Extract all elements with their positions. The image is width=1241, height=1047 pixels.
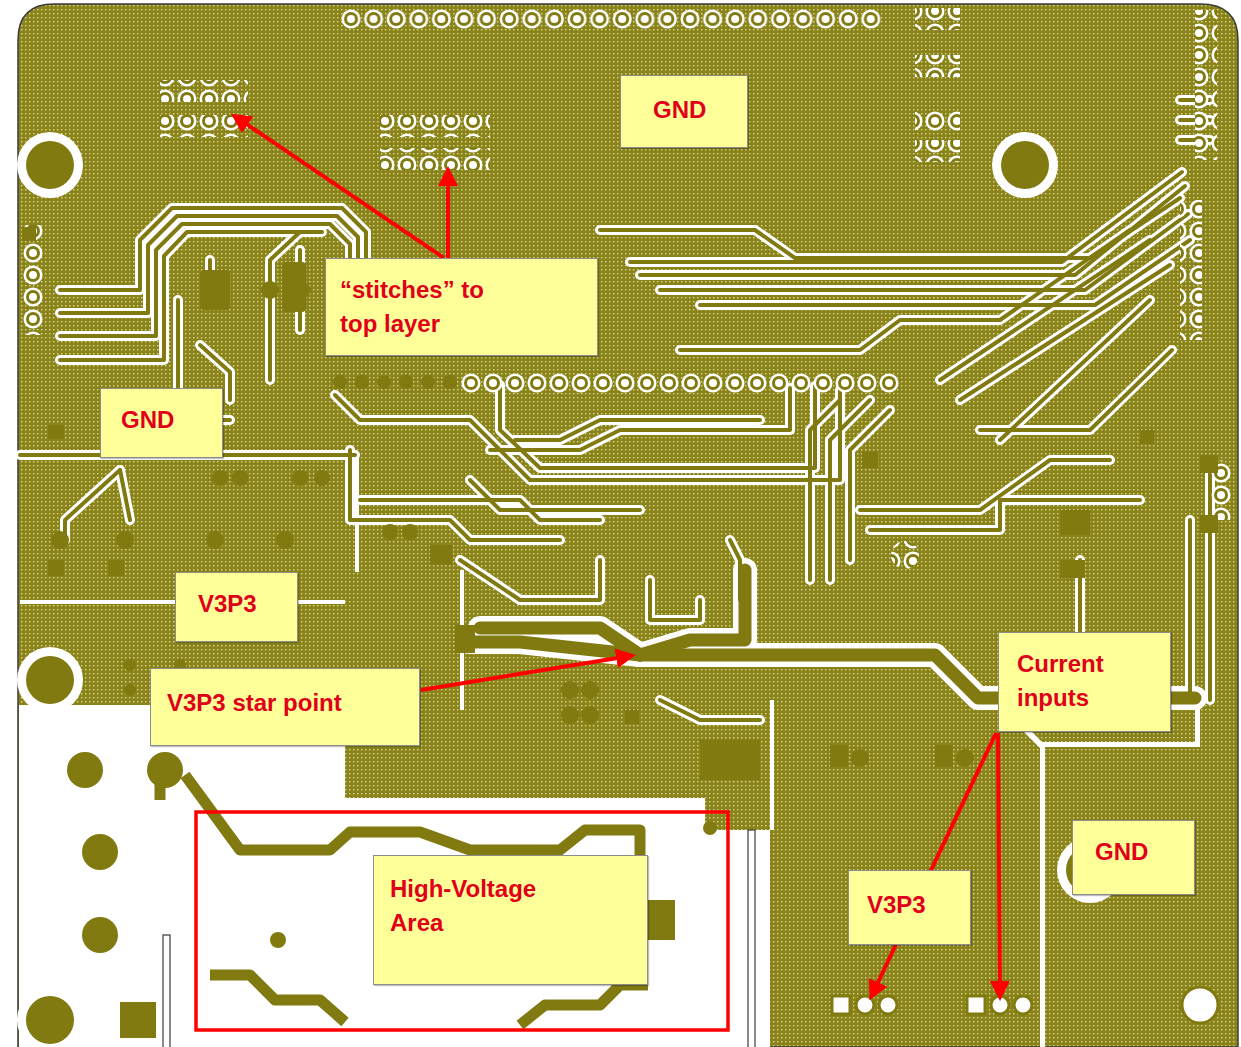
callout-text: GND	[653, 93, 737, 127]
leader-arrows	[236, 117, 1000, 995]
callout-box: High-Voltage Area	[373, 855, 648, 985]
callout-text: “stitches” to top layer	[340, 273, 508, 340]
trace-clearance	[20, 100, 1210, 720]
via-rows	[22, 8, 1232, 520]
callout-text: High-Voltage Area	[390, 872, 558, 939]
hv-frame	[196, 812, 728, 1030]
callout-text: V3P3	[198, 587, 289, 621]
callout-text: GND	[1095, 835, 1186, 869]
callout-box: V3P3 star point	[150, 668, 420, 746]
callout-box: “stitches” to top layer	[325, 258, 598, 356]
mounting-hole	[17, 132, 1218, 1047]
callout-text: V3P3	[867, 888, 962, 922]
callout-text: Current inputs	[1017, 647, 1152, 714]
callout-box: GND	[1072, 820, 1195, 895]
hv-pads	[67, 752, 675, 1038]
callout-box: GND	[620, 75, 748, 148]
pour-void	[19, 452, 1200, 1047]
connector-pins	[832, 996, 1032, 1014]
callout-text: GND	[121, 403, 214, 437]
callout-box: GND	[100, 388, 223, 458]
callout-text: V3P3 star point	[167, 686, 409, 720]
pads	[22, 227, 1218, 835]
copper-pour	[18, 4, 1238, 1047]
callout-box: V3P3	[848, 870, 971, 945]
callout-box: V3P3	[175, 572, 298, 642]
traces	[20, 100, 1210, 720]
callout-box: Current inputs	[998, 632, 1171, 732]
isolation-slot	[163, 830, 755, 1047]
